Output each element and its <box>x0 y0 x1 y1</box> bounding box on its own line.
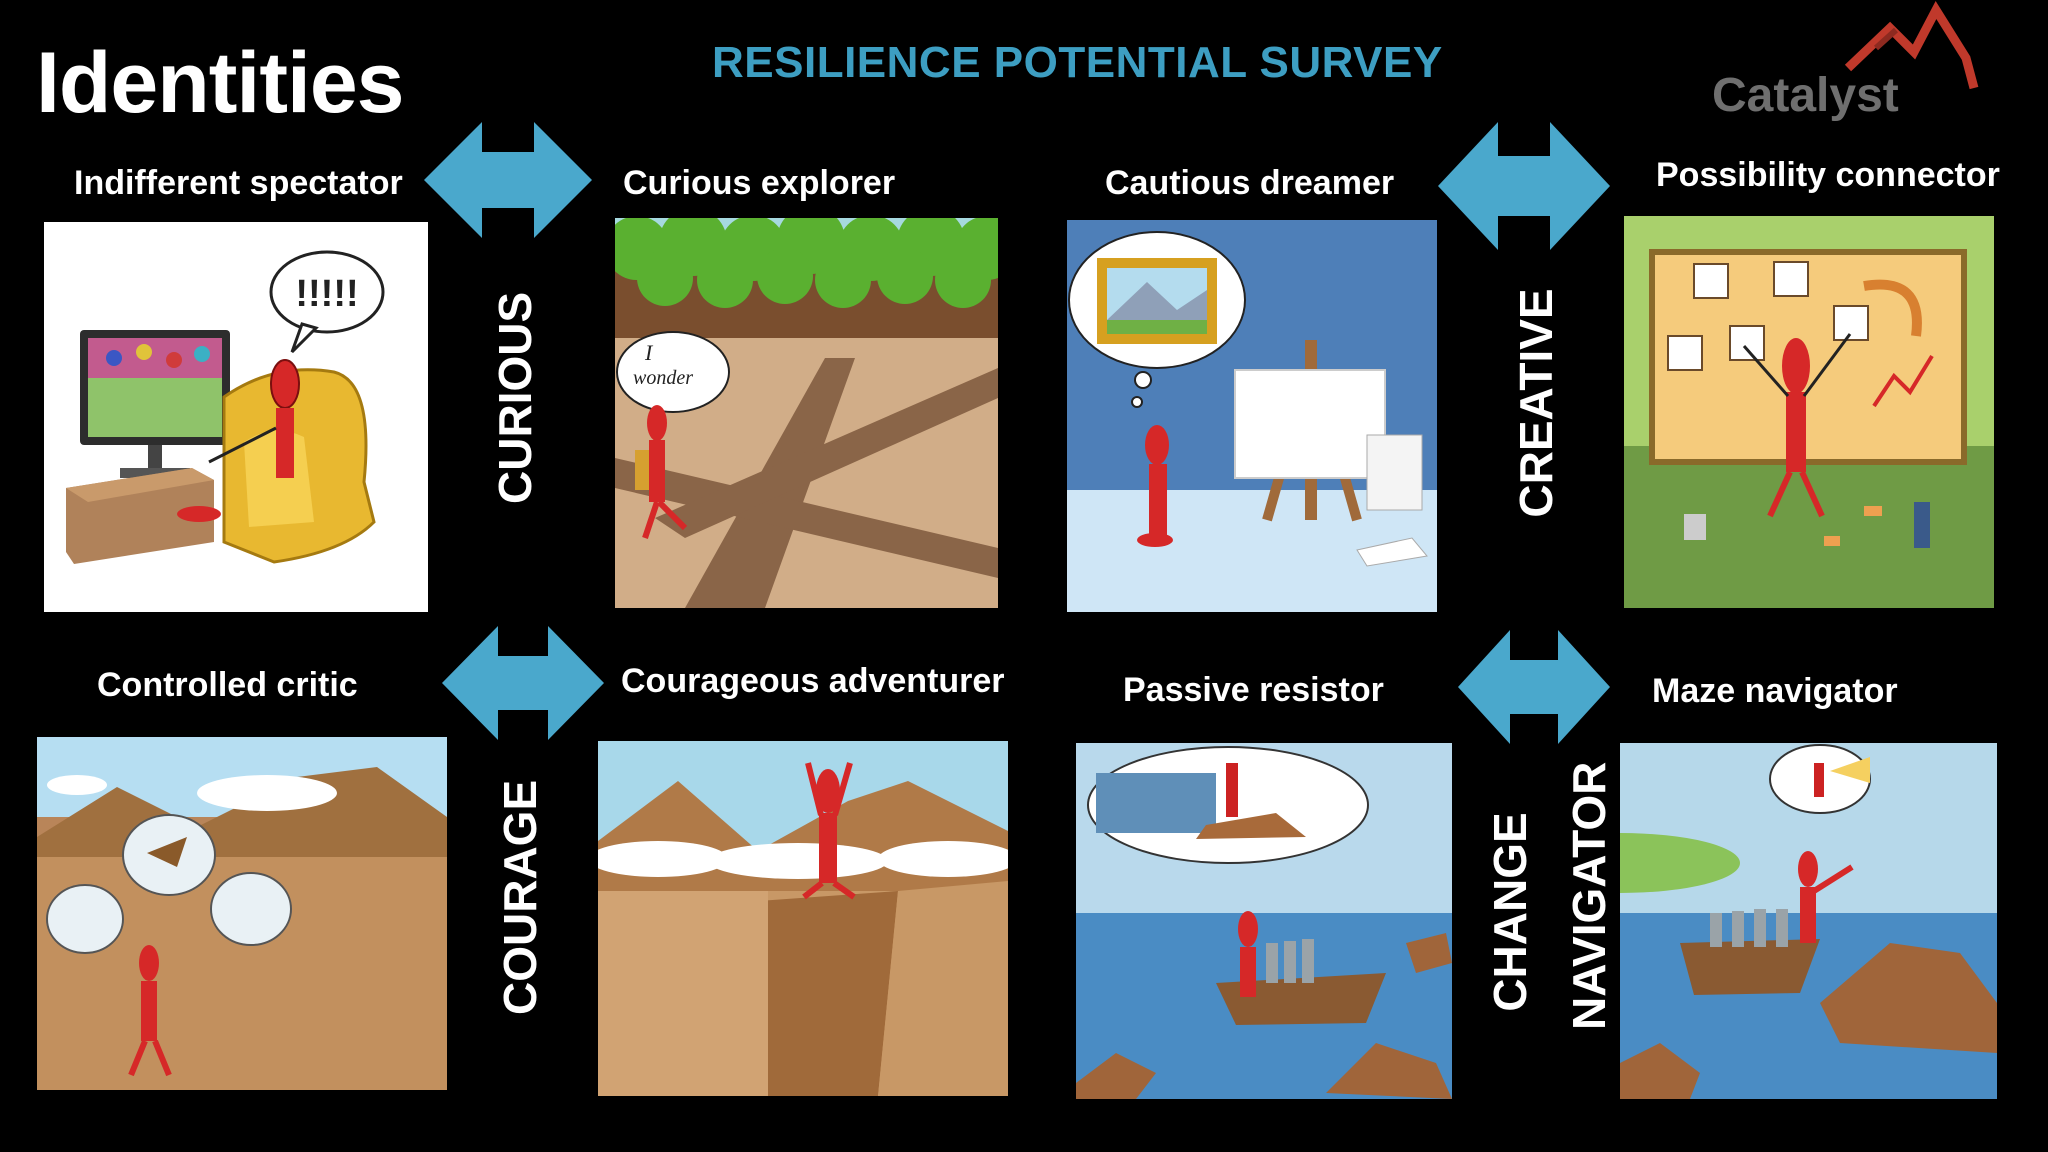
illustration-courageous-adventurer <box>598 741 1008 1096</box>
illustration-cautious-dreamer <box>1067 220 1437 612</box>
label-change: CHANGE <box>1484 812 1536 1012</box>
caption-cautious-dreamer: Cautious dreamer <box>1105 164 1395 202</box>
caption-maze-navigator: Maze navigator <box>1652 672 1898 710</box>
caption-curious-explorer: Curious explorer <box>623 164 896 202</box>
label-courage: COURAGE <box>494 779 546 1015</box>
illustration-controlled-critic <box>37 737 447 1090</box>
wonder-text-2: wonder <box>633 367 693 389</box>
survey-title: RESILIENCE POTENTIAL SURVEY <box>712 38 1443 87</box>
double-arrow-icon <box>442 626 604 740</box>
brand-logo: Catalyst <box>1700 0 2000 130</box>
page-title: Identities <box>36 35 405 131</box>
illustration-curious-explorer: I wonder <box>615 218 998 608</box>
exclaim-text: !!!!! <box>295 273 358 315</box>
label-navigator: NAVIGATOR <box>1563 761 1615 1030</box>
illustration-maze-navigator <box>1620 743 1997 1099</box>
caption-controlled-critic: Controlled critic <box>97 666 358 704</box>
caption-possibility-connector: Possibility connector <box>1656 156 2000 194</box>
illustration-possibility-connector <box>1624 216 1994 608</box>
double-arrow-icon <box>1438 122 1610 250</box>
brand-name: Catalyst <box>1712 69 1899 122</box>
illustration-passive-resistor <box>1076 743 1452 1099</box>
wonder-text-1: I <box>644 340 654 365</box>
caption-passive-resistor: Passive resistor <box>1123 671 1384 709</box>
label-curious: CURIOUS <box>489 291 541 504</box>
caption-indifferent-spectator: Indifferent spectator <box>74 164 403 202</box>
label-creative: CREATIVE <box>1510 288 1562 518</box>
caption-courageous-adventurer: Courageous adventurer <box>621 662 1005 700</box>
double-arrow-icon <box>424 122 592 238</box>
double-arrow-icon <box>1458 630 1610 744</box>
catalyst-mountain-logo-icon <box>1844 0 1979 90</box>
illustration-indifferent-spectator: !!!!! <box>44 222 428 612</box>
